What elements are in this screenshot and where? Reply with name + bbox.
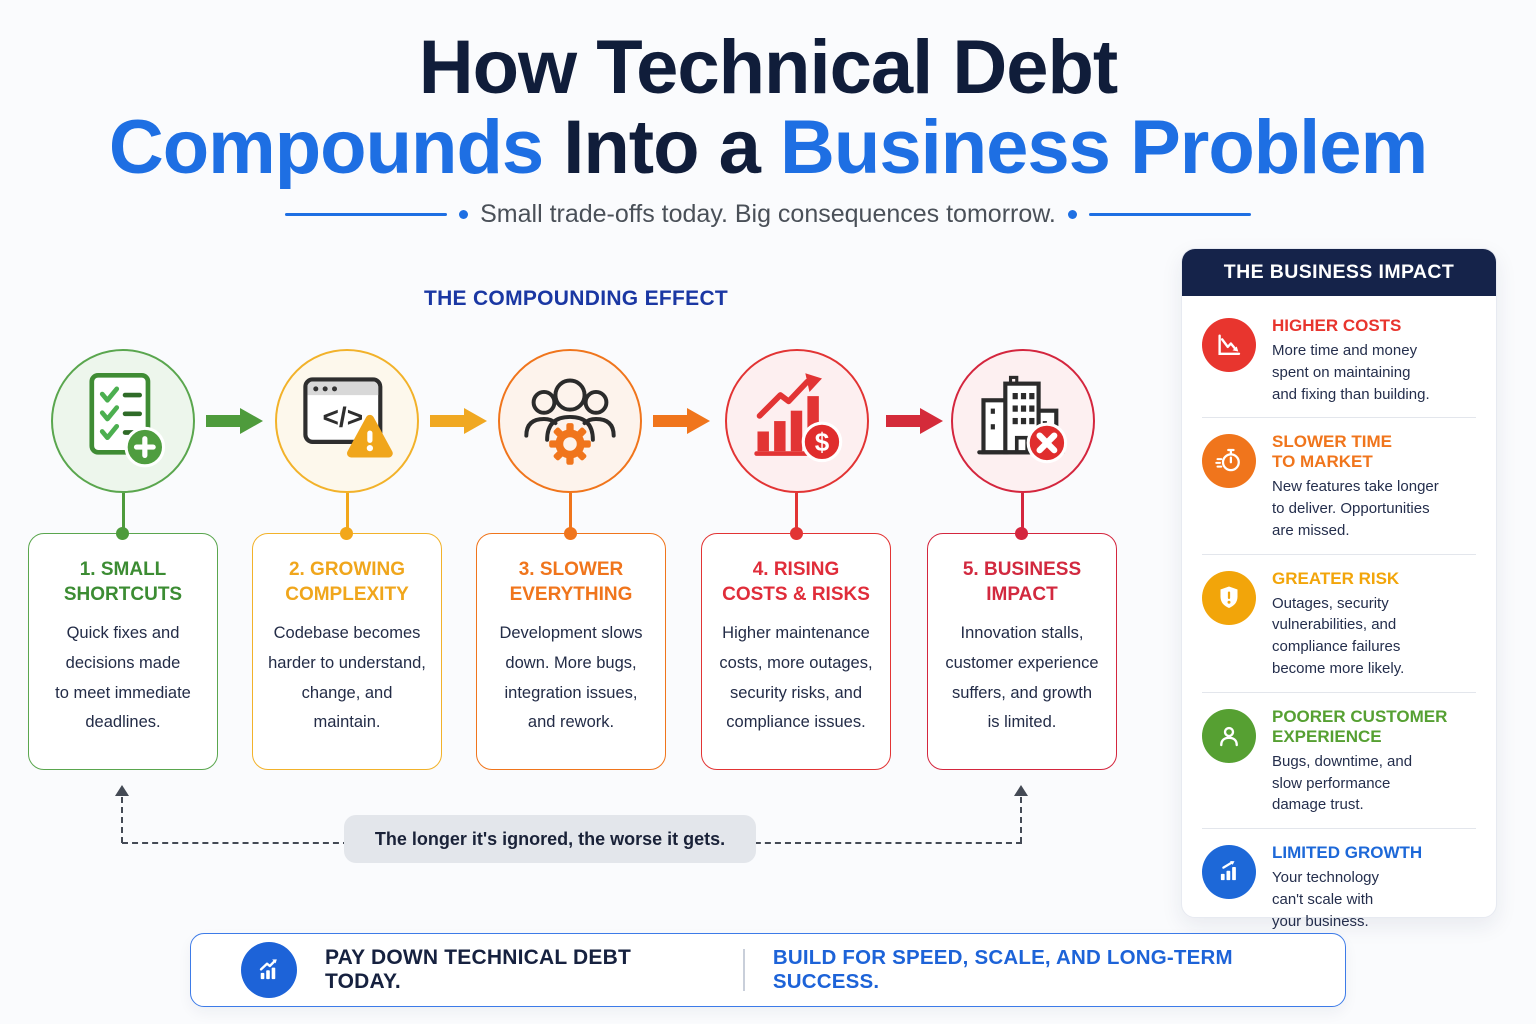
compounding-effect-heading: THE COMPOUNDING EFFECT [423,287,729,310]
growth-chart-icon [241,942,297,998]
impact-title: HIGHER COSTS [1272,316,1402,335]
svg-text:$: $ [815,427,830,457]
impact-text-block: GREATER RISK Outages, security vulnerabi… [1272,569,1404,680]
impact-description: New features take longer to deliver. Opp… [1272,478,1439,539]
step3-circle [498,349,642,493]
subtitle-left-line [285,213,448,216]
title-part-business-problem: Business Problem [780,105,1428,190]
step5-card: 5. BUSINESS IMPACT Innovation stalls, cu… [927,533,1117,770]
step5-connector [1021,493,1024,529]
step2-circle: </> [275,349,419,493]
step4-connector [795,493,798,529]
subtitle-right-dot [1067,210,1077,219]
impact-text-block: LIMITED GROWTH Your technology can't sca… [1272,843,1422,932]
impact-title: LIMITED GROWTH [1272,843,1423,863]
arrow-step3-step4-icon [653,407,711,435]
loop-dashed-right [1020,797,1022,843]
svg-text:</>: </> [323,401,364,432]
page-title-line1: How Technical Debt [418,25,1118,110]
step5-title: 5. BUSINESS IMPACT [962,559,1082,605]
step2-connector [346,493,349,529]
step2-dot [340,527,353,540]
declining-chart-icon [1202,318,1256,372]
step3-dot [564,527,577,540]
loop-dashed-left [121,797,123,843]
step1-dot [116,527,129,540]
checklist-plus-icon [71,367,175,476]
subtitle-text: Small trade-offs today. Big consequences… [480,200,1056,228]
stopwatch-icon [1202,434,1256,489]
step3-description: Development slows down. More bugs, integ… [499,624,643,732]
impact-text-block: SLOWER TIME TO MARKET New features take … [1272,432,1439,541]
impact-title: GREATER RISK [1272,568,1400,588]
step5-description: Innovation stalls, customer experience s… [945,624,1099,732]
step1-connector [122,493,125,529]
impact-description: Bugs, downtime, and slow performance dam… [1272,752,1413,814]
title-part-into-a: Into a [543,105,781,190]
business-impact-panel: THE BUSINESS IMPACT HIGHER COSTS More ti… [1181,248,1497,930]
subtitle-left-dot [459,210,469,219]
step1-description: Quick fixes and decisions made to meet i… [55,624,191,732]
cta-primary-text: PAY DOWN TECHNICAL DEBT TODAY. [325,946,632,993]
rising-costs-dollar-icon: $ [745,367,849,476]
step3-title: 3. SLOWER EVERYTHING [509,559,633,605]
impact-item-slower-time-to-market: SLOWER TIME TO MARKET New features take … [1202,418,1476,555]
impact-item-poorer-customer-experience: POORER CUSTOMER EXPERIENCE Bugs, downtim… [1202,693,1476,830]
impact-item-greater-risk: GREATER RISK Outages, security vulnerabi… [1202,555,1476,693]
subtitle-row: Small trade-offs today. Big consequences… [0,200,1536,229]
page-title-line2: Compounds Into a Business Problem [0,104,1536,191]
step4-dot [790,527,803,540]
building-x-icon [971,367,1075,476]
cta-divider [742,949,745,991]
cta-secondary-text: BUILD FOR SPEED, SCALE, AND LONG-TERM SU… [772,946,1233,993]
title-part-compounds: Compounds [108,105,544,190]
arrow-step4-step5-icon [886,407,944,435]
code-window-warning-icon: </> [295,367,399,476]
step2-description: Codebase becomes harder to understand, c… [268,624,426,732]
impact-title: SLOWER TIME TO MARKET [1272,432,1392,472]
loop-note-pill: The longer it's ignored, the worse it ge… [344,815,756,863]
step2-card: 2. GROWING COMPLEXITY Codebase becomes h… [252,533,442,770]
step4-title: 4. RISING COSTS & RISKS [722,559,870,605]
shield-alert-icon [1202,570,1256,625]
step3-connector [569,493,572,529]
step2-title: 2. GROWING COMPLEXITY [285,559,409,605]
impact-description: Outages, security vulnerabilities, and c… [1272,594,1405,677]
step4-card: 4. RISING COSTS & RISKS Higher maintenan… [701,533,891,770]
impact-title: POORER CUSTOMER EXPERIENCE [1272,706,1448,746]
impact-text-block: HIGHER COSTS More time and money spent o… [1272,316,1430,405]
subtitle-right-line [1088,213,1251,216]
cta-banner: PAY DOWN TECHNICAL DEBT TODAY. BUILD FOR… [190,933,1346,1007]
step1-card: 1. SMALL SHORTCUTS Quick fixes and decis… [28,533,218,770]
impact-item-higher-costs: HIGHER COSTS More time and money spent o… [1202,302,1476,419]
step1-title: 1. SMALL SHORTCUTS [63,559,183,605]
step4-description: Higher maintenance costs, more outages, … [719,624,873,732]
arrow-step2-step3-icon [430,407,488,435]
loop-arrowhead-left-icon [115,785,129,796]
business-impact-list: HIGHER COSTS More time and money spent o… [1182,296,1496,944]
impact-description: Your technology can't scale with your bu… [1272,869,1380,930]
impact-item-limited-growth: LIMITED GROWTH Your technology can't sca… [1202,829,1476,944]
business-impact-title: THE BUSINESS IMPACT [1182,249,1496,296]
step5-dot [1015,527,1028,540]
team-gear-icon [518,367,622,476]
step5-circle [951,349,1095,493]
arrow-step1-step2-icon [206,407,264,435]
growth-bars-icon [1202,845,1256,900]
step3-card: 3. SLOWER EVERYTHING Development slows d… [476,533,666,770]
step1-circle [51,349,195,493]
loop-arrowhead-right-icon [1014,785,1028,796]
step4-circle: $ [725,349,869,493]
impact-description: More time and money spent on maintaining… [1272,342,1430,403]
person-icon [1202,708,1256,763]
impact-text-block: POORER CUSTOMER EXPERIENCE Bugs, downtim… [1272,707,1447,816]
